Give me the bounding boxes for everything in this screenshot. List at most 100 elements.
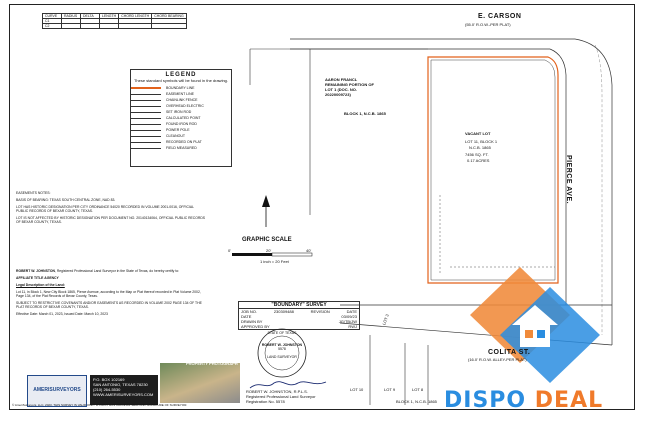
- title-company: AFFILIATE TITLE AGENCY: [16, 276, 59, 280]
- subject-area-sqft: 7456 SQ. FT.: [465, 152, 489, 157]
- north-arrow-icon: [262, 195, 270, 227]
- scale-bar: [232, 252, 313, 257]
- approved-by: RWJ: [348, 324, 357, 329]
- seal-line: 5578: [278, 347, 286, 351]
- subject-to: SUBJECT TO RESTRICTIVE COVENANTS AND/OR …: [16, 301, 202, 309]
- company-name: AMERISURVEYORS: [33, 387, 81, 393]
- legend-label: CALCULATED POINT: [166, 116, 201, 120]
- job-label: JOB NO.: [241, 309, 258, 314]
- survey-sheet: CURVE RADIUS DELTA LENGTH CHORD LENGTH C…: [9, 4, 635, 410]
- legend-item: CLEANOUT: [131, 133, 231, 139]
- company-city: SAN ANTONIO, TEXAS 78230: [93, 382, 148, 387]
- legend-item: RECORDED ON PLAT: [131, 139, 231, 145]
- surveyor-statement: Registered Professional Land Surveyor in…: [56, 269, 180, 273]
- company-web: WWW.AMERISURVEYORS.COM: [93, 392, 154, 397]
- legend-item: POWER POLE: [131, 127, 231, 133]
- scale-mark: 40': [306, 248, 312, 253]
- company-logo: AMERISURVEYORS: [27, 375, 87, 407]
- legend-item: BOUNDARY LINE: [131, 85, 231, 91]
- brand-wordmark: DISPO DEAL: [444, 388, 603, 413]
- easements-notes-title: EASEMENTS NOTES:: [16, 191, 51, 195]
- legend-item: OVERHEAD ELECTRIC: [131, 103, 231, 109]
- curve-table-header: CURVE RADIUS DELTA LENGTH CHORD LENGTH C…: [42, 13, 187, 19]
- revision-label: REVISION: [310, 309, 330, 314]
- legend-label: SET IRON ROD: [166, 110, 192, 114]
- note-basis: BASIS OF BEARING: TEXAS SOUTH CENTRAL ZO…: [16, 198, 116, 202]
- drawn-by: JG/TB/JW: [338, 319, 357, 324]
- street-south-label: COLITA ST.: [488, 349, 531, 356]
- legend-symbol-icon: [131, 123, 161, 125]
- street-south-row: (16.0' R.O.W. ALLEY-PER PLAT): [468, 357, 527, 362]
- legend-label: EASEMENT LINE: [166, 92, 194, 96]
- surveyor-seal-icon: [257, 328, 307, 378]
- legend-symbol-icon: [131, 135, 161, 137]
- legend-symbol-icon: [131, 99, 161, 101]
- drawn-label: DRAWN BY: [241, 319, 263, 324]
- signature-title: Registered Professional Land Surveyor: [246, 394, 316, 399]
- pierce-row-line: [549, 48, 567, 305]
- legend-symbol-icon: [131, 111, 161, 113]
- plan-drawing: [232, 38, 613, 405]
- legend-label: CHAINLINK FENCE: [166, 98, 198, 102]
- lot9-label: LOT 9: [384, 387, 396, 392]
- scale-mark: 20': [266, 248, 272, 253]
- legend: LEGEND These standard symbols will be fo…: [130, 69, 232, 167]
- legal-desc-title: Legal Description of the Land:: [16, 283, 65, 287]
- legend-label: FOUND IRON ROD: [166, 122, 197, 126]
- scale-title: GRAPHIC SCALE: [242, 237, 292, 243]
- approved-label: APPROVED BY: [241, 324, 270, 329]
- legend-label: RECORDED ON PLAT: [166, 140, 202, 144]
- street-north-label: E. CARSON: [478, 13, 522, 20]
- brand-part1: DISPO: [444, 388, 527, 413]
- legend-symbol-icon: [131, 147, 161, 149]
- legend-item: FIELD MEASURED: [131, 145, 231, 151]
- legend-symbol-icon: [131, 129, 161, 131]
- seal-line: LAND SURVEYOR: [267, 355, 297, 359]
- revision-date-label: DATE: [346, 309, 357, 314]
- scale-mark: 0': [228, 248, 231, 253]
- legend-label: OVERHEAD ELECTRIC: [166, 104, 204, 108]
- street-east-label: PIERCE AVE.: [565, 155, 572, 205]
- legend-symbol-icon: [131, 93, 161, 95]
- footer-disclaimer: © AmeriSurveyors, LLC, 2023. THIS SURVEY…: [12, 403, 188, 407]
- title-block: "BOUNDARY" SURVEY JOB NO. 230309488 REVISI…: [238, 301, 360, 330]
- seal-line: ROBERT W. JOHNSTON: [261, 343, 303, 347]
- block-label: BLOCK 1, N.C.B. 1865: [344, 111, 386, 116]
- job-number: 230309488: [273, 309, 294, 314]
- lot8-label: LOT 8: [412, 387, 424, 392]
- legend-item: EASEMENT LINE: [131, 91, 231, 97]
- legend-symbol-icon: [131, 141, 161, 143]
- company-tel: (210) 264-5530: [93, 387, 121, 392]
- survey-title: "BOUNDARY" SURVEY: [239, 302, 359, 309]
- seal-line: STATE OF TEXAS: [267, 331, 297, 335]
- legend-symbol-icon: [131, 105, 161, 107]
- property-photo-label: PROPERTY PHOTOGRAPH: [186, 361, 238, 366]
- curve-table: CURVE RADIUS DELTA LENGTH CHORD LENGTH C…: [42, 13, 187, 29]
- scale-ratio: 1 inch = 20 Feet: [260, 259, 289, 264]
- legend-item: CALCULATED POINT: [131, 115, 231, 121]
- subject-area-acres: 0.17 ACRES: [467, 158, 490, 163]
- note-historic-2: LOT IS NOT AFFECTED BY HISTORIC DESIGNAT…: [16, 216, 206, 224]
- legend-label: CLEANOUT: [166, 134, 186, 138]
- subject-boundary: [427, 56, 559, 284]
- adjacent-owner: AARON FRANCL REMAINING PORTION OF LOT 1 …: [325, 77, 374, 97]
- subject-label: VACANT LOT: [465, 131, 491, 136]
- legal-description: Lot 11, in Block 1, New City Block 1865,…: [16, 290, 201, 298]
- survey-date: 03/09/23: [341, 314, 357, 319]
- block-south-label: BLOCK 1, N.C.B. 1865: [396, 399, 437, 404]
- lot10-label: LOT 10: [350, 387, 364, 392]
- signature-mark: [249, 381, 327, 389]
- legend-symbol-icon: [131, 117, 161, 119]
- legend-item: FOUND IRON ROD: [131, 121, 231, 127]
- note-historic: LOT HAS HISTORIC DESIGNATION PER CITY OR…: [16, 205, 194, 213]
- brand-house-icon: [470, 267, 600, 383]
- signature-name: ROBERT W. JOHNSTON, R.P.L.S.: [246, 389, 308, 394]
- surveyor-name: ROBERT W. JOHNSTON: [16, 269, 55, 273]
- property-photo: [160, 363, 240, 403]
- brand-part2: DEAL: [534, 388, 604, 413]
- table-row: C2: [42, 23, 187, 29]
- legend-symbol-icon: [131, 87, 161, 89]
- subject-ncb: N.C.B. 1865: [469, 145, 491, 150]
- legend-label: BOUNDARY LINE: [166, 86, 195, 90]
- legend-intro: These standard symbols will be found in …: [133, 78, 229, 83]
